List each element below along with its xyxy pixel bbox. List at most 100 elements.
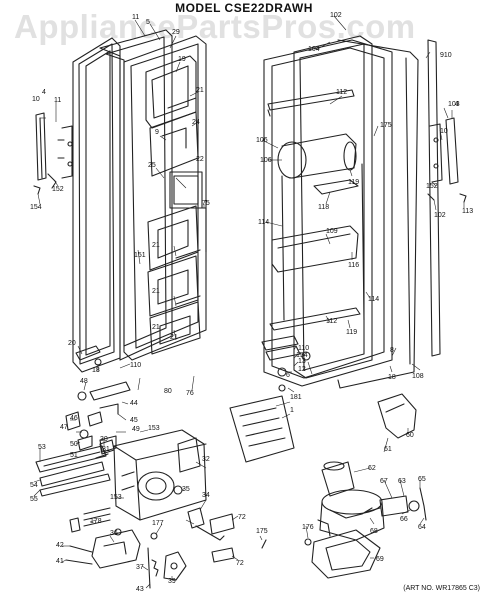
part-label: 119 <box>348 179 360 186</box>
part-69 <box>311 529 381 579</box>
part-label: 72 <box>236 560 244 567</box>
part-label: 51 <box>70 452 78 459</box>
part-label: 21 <box>152 324 160 331</box>
part-label: 69 <box>376 556 384 563</box>
bracket-53-55 <box>35 445 111 497</box>
part-label: 36 <box>110 530 118 537</box>
part-label: 119 <box>346 329 358 336</box>
part-label: 65 <box>418 476 426 483</box>
part-label: 64 <box>418 524 426 531</box>
freezer-door-gasket <box>99 29 173 361</box>
part-label: 61 <box>384 446 392 453</box>
part-label: 50 <box>70 441 78 448</box>
part-label: 153 <box>110 494 122 501</box>
part-label: 80 <box>164 388 172 395</box>
door-shelf-112 <box>267 89 355 117</box>
part-label: 21 <box>196 87 204 94</box>
part-label: 45 <box>130 417 138 424</box>
rod-37-43 <box>147 547 159 589</box>
part-label: 63 <box>398 478 406 485</box>
part-label: 37 <box>136 564 144 571</box>
freezer-door-outer <box>72 37 121 373</box>
fresh-food-door-outer <box>337 39 419 389</box>
model-title: MODEL CSE22DRAWH <box>175 1 313 15</box>
part-label: 12 <box>298 366 306 373</box>
part-label: 175 <box>380 122 392 129</box>
part-label: 5 <box>146 19 150 26</box>
parts-63-66 <box>365 487 427 521</box>
part-label: 25 <box>148 162 156 169</box>
part-label: 31 <box>102 446 110 453</box>
part-label: 21 <box>152 288 160 295</box>
part-label: 113 <box>462 208 474 215</box>
fresh-food-door-gasket <box>293 35 373 379</box>
part-label: 49 <box>132 426 140 433</box>
auger-motor-housing <box>113 429 207 521</box>
part-label: 151 <box>134 252 146 259</box>
part-label: 109 <box>326 228 338 235</box>
part-label: 181 <box>290 394 302 401</box>
shelf-118 <box>313 179 359 195</box>
part-label: 106 <box>260 157 272 164</box>
part-label: 48 <box>80 378 88 385</box>
part-39 <box>163 551 187 581</box>
part-label: 18 <box>388 374 396 381</box>
part-label: 4 <box>455 101 459 108</box>
part-label: 114 <box>258 219 270 226</box>
part-label: 76 <box>186 390 194 397</box>
part-label: 42 <box>56 542 64 549</box>
part-label: 29 <box>172 29 180 36</box>
instruction-booklet <box>229 395 295 463</box>
part-label: 44 <box>130 400 138 407</box>
part-label: 54 <box>30 482 38 489</box>
part-label: 18 <box>92 367 100 374</box>
part-label: 108 <box>412 373 424 380</box>
lower-hinge-right <box>261 335 311 392</box>
freezer-door-liner <box>123 35 207 361</box>
part-label: 112 <box>326 318 338 325</box>
part-label: 6 <box>286 372 290 379</box>
freezer-shelf-4 <box>147 255 201 317</box>
door-shelf-112-lower <box>269 307 361 331</box>
part-label: 153 <box>148 425 160 432</box>
leader-lines <box>33 15 465 589</box>
part-72 <box>209 513 267 563</box>
part-label: 20 <box>68 340 76 347</box>
part-label: 152 <box>52 186 64 193</box>
freezer-shelf-2 <box>149 111 199 177</box>
door-stop-910 <box>427 39 441 357</box>
part-label: 66 <box>400 516 408 523</box>
ice-bucket-62 <box>321 461 355 497</box>
part-label: 60 <box>406 432 414 439</box>
part-label: 9 <box>155 129 159 136</box>
part-label: 103 <box>448 101 460 108</box>
part-label: 46 <box>70 415 78 422</box>
part-label: 43 <box>136 586 144 593</box>
part-label: 116 <box>348 262 360 269</box>
bracket-36-42-41 <box>65 528 141 569</box>
part-label: 176 <box>302 524 314 531</box>
fresh-food-handle-assembly <box>427 117 467 203</box>
part-label: 114 <box>368 296 380 303</box>
part-label: 62 <box>368 465 376 472</box>
part-label: 178 <box>90 518 102 525</box>
part-label: 39 <box>168 578 176 585</box>
part-label: 110 <box>298 345 310 352</box>
part-label: 154 <box>296 352 308 359</box>
part-label: 68 <box>370 528 378 535</box>
fresh-food-door-liner <box>263 39 393 387</box>
parts-30-31 <box>95 435 117 459</box>
part-label: 32 <box>202 456 210 463</box>
freezer-shelf-3 <box>147 205 201 271</box>
part-label: 152 <box>426 183 438 190</box>
part-label: 24 <box>192 119 200 126</box>
part-label: 53 <box>38 444 46 451</box>
part-label: 104 <box>308 46 320 53</box>
part-61 <box>377 393 417 439</box>
part-label: 11 <box>54 97 62 104</box>
freezer-handle-assembly <box>33 112 73 195</box>
part-label: 21 <box>152 242 160 249</box>
part-label: 154 <box>30 204 42 211</box>
part-label: 4 <box>42 89 46 96</box>
